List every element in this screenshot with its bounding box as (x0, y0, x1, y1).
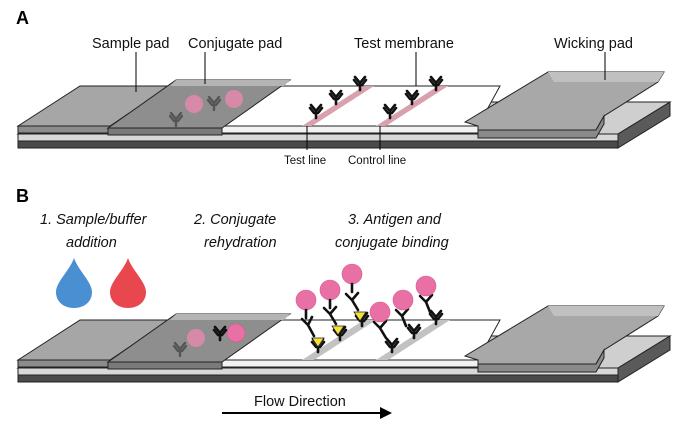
step2-line1: 2. Conjugate (193, 212, 276, 228)
test-line-complexes (295, 263, 370, 354)
detection-antibody (418, 293, 434, 314)
buffer-drop-icon (56, 258, 92, 308)
detection-antibody (344, 291, 360, 312)
test-line-label: Test line (284, 155, 326, 167)
step1-line1: 1. Sample/buffer (40, 212, 148, 228)
antigen-marker (311, 337, 325, 348)
antigen-marker (353, 311, 367, 322)
gold-conjugate-bead (225, 90, 243, 108)
test-membrane-label: Test membrane (354, 36, 454, 52)
test-line-band (302, 86, 374, 126)
flow-direction-label: Flow Direction (254, 394, 346, 410)
detection-antibody (372, 319, 388, 340)
gold-conjugate-bead (295, 289, 317, 311)
sample-pad-label: Sample pad (92, 36, 169, 52)
sample-drop-icon (110, 258, 146, 308)
gold-conjugate-bead (226, 323, 246, 343)
panel-b-letter: B (16, 186, 29, 206)
control-line-band (376, 86, 448, 126)
gold-conjugate-bead (185, 95, 203, 113)
gold-conjugate-bead (187, 329, 205, 347)
gold-conjugate-bead (369, 301, 391, 323)
step3-line1: 3. Antigen and (348, 212, 442, 228)
detection-antibody (394, 307, 410, 328)
panel-a-letter: A (16, 8, 29, 28)
control-line-band (376, 320, 450, 360)
step3-line2: conjugate binding (335, 235, 449, 251)
gold-conjugate-bead (341, 263, 363, 285)
strip-a (17, 71, 671, 149)
strip-b (17, 305, 671, 383)
detection-antibody (300, 315, 316, 338)
gold-conjugate-bead (415, 275, 437, 297)
conjugate-pad-label: Conjugate pad (188, 36, 282, 52)
control-line-complexes (369, 275, 444, 354)
step1-line2: addition (66, 235, 117, 251)
control-line-label: Control line (348, 155, 406, 167)
gold-conjugate-bead (319, 279, 341, 301)
detection-antibody (322, 305, 338, 326)
flow-direction-arrow-icon (380, 407, 392, 419)
wicking-pad-label: Wicking pad (554, 36, 633, 52)
antigen-marker (331, 325, 345, 336)
step2-line2: rehydration (204, 235, 277, 251)
gold-conjugate-bead (392, 289, 414, 311)
